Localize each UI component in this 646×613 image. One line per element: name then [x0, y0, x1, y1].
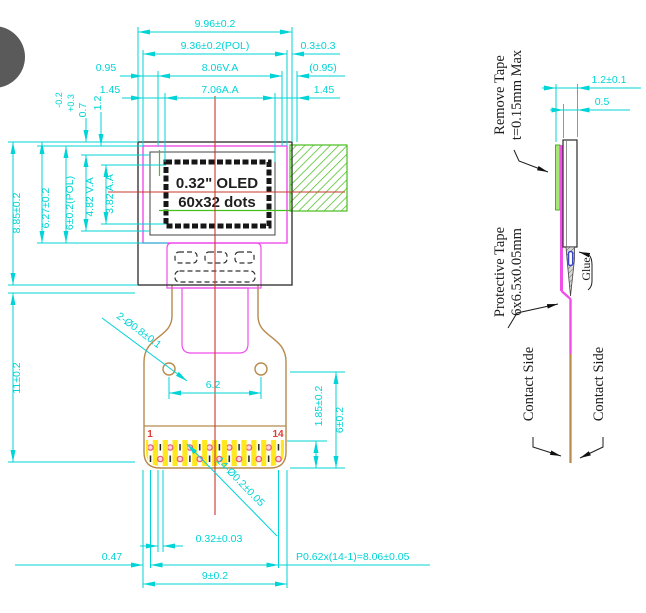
dim-flex-length: 11±0.2 [11, 362, 23, 393]
extension-lines-top [137, 27, 298, 162]
dim-offset-12: 1.2 [92, 96, 104, 111]
dim-active-height: 3.82 A.A [104, 174, 116, 214]
remove-tape-label-2: t=0.15mm Max [509, 49, 525, 140]
extension-lines-left [8, 141, 167, 463]
dim-pol-height: 6±0.2(POL) [64, 176, 76, 230]
pads-leader [186, 443, 278, 537]
dim-thickness-total: 1.2±0.1 [592, 74, 627, 86]
dim-total-width: 9.96±0.2 [195, 18, 236, 30]
protective-tape-leader [507, 303, 559, 329]
display-size-label: 0.32" OLED [176, 175, 258, 192]
dim-connector-width: 9±0.2 [202, 570, 228, 582]
dim-tape-overhang: 0.3±0.3 [301, 40, 336, 52]
contact-side-label-right: Contact Side [591, 347, 607, 422]
side-tape-hatch [289, 144, 348, 212]
dim-pol-width: 9.36±0.2(POL) [181, 40, 250, 52]
dim-height-2: 6.27±0.2 [40, 187, 52, 228]
protective-tape-label-2: 6x6.5x0.05mm [509, 227, 525, 316]
contact-side-label-left: Contact Side [521, 347, 537, 422]
dim-offset-value: 0.7 [77, 103, 89, 118]
dim-pad-height: 1.85±0.2 [313, 385, 325, 426]
glass-side [562, 139, 578, 248]
front-dimensions: 9.96±0.2 9.36±0.2(POL) 0.3±0.3 0.95 8.06… [8, 18, 430, 588]
remove-tape-leader [513, 149, 549, 173]
remove-tape-label-1: Remove Tape [492, 55, 508, 135]
side-extension-lines [555, 84, 578, 142]
corner-dot [0, 26, 25, 88]
glue-dot [567, 250, 574, 267]
dim-connector-height: 6±0.2 [334, 407, 346, 433]
dim-pitch-formula: P0.62x(14-1)=8.06±0.05 [296, 551, 410, 563]
dim-edge-offset: 0.47 [102, 551, 123, 563]
dim-viewing-height: 4.82 V.A [84, 177, 96, 216]
dim-active-width: 7.06A.A [201, 84, 238, 96]
side-view: 1.2±0.1 0.5 Remove Tape t=0.15mm Max Pro… [492, 49, 641, 463]
stiffener-tongue [181, 287, 249, 354]
dim-offset-tol-upper: +0.3 [66, 94, 76, 112]
contact-side-leader-left [532, 437, 562, 457]
alignment-hole-right [254, 362, 268, 376]
dim-margin-right: (0.95) [309, 62, 336, 74]
dim-margin-left: 0.95 [96, 62, 117, 74]
alignment-hole-left [162, 362, 176, 376]
protective-tape-bend [560, 290, 572, 300]
dim-total-height: 8.85±0.2 [11, 192, 23, 233]
dim-aa-margin-left: 1.45 [100, 84, 121, 96]
display-resolution-label: 60x32 dots [178, 194, 256, 211]
dim-hole-span: 6.2 [206, 379, 221, 391]
dim-aa-margin-right: 1.45 [314, 84, 335, 96]
extension-lines-bottom [142, 470, 288, 588]
protective-tape-label-1: Protective Tape [492, 227, 508, 317]
glue-leader [578, 251, 591, 258]
dim-offset-tol-lower: -0.2 [54, 92, 64, 108]
pin-number-last: 14 [272, 429, 284, 440]
remove-tape-strip [555, 144, 561, 211]
dim-pad-width: 0.32±0.03 [196, 533, 243, 545]
holes-leader [101, 317, 188, 382]
front-view: 0.32" OLED 60x32 dots 1 14 [108, 96, 348, 515]
active-area-border [163, 159, 272, 229]
pin-number-first: 1 [147, 429, 153, 440]
contact-side-leader-right [579, 437, 604, 459]
glue-label: Glue [579, 257, 593, 280]
dim-viewing-width: 8.06V.A [202, 62, 238, 74]
glue-bracket [587, 254, 593, 291]
dim-thickness-glass: 0.5 [595, 96, 610, 108]
